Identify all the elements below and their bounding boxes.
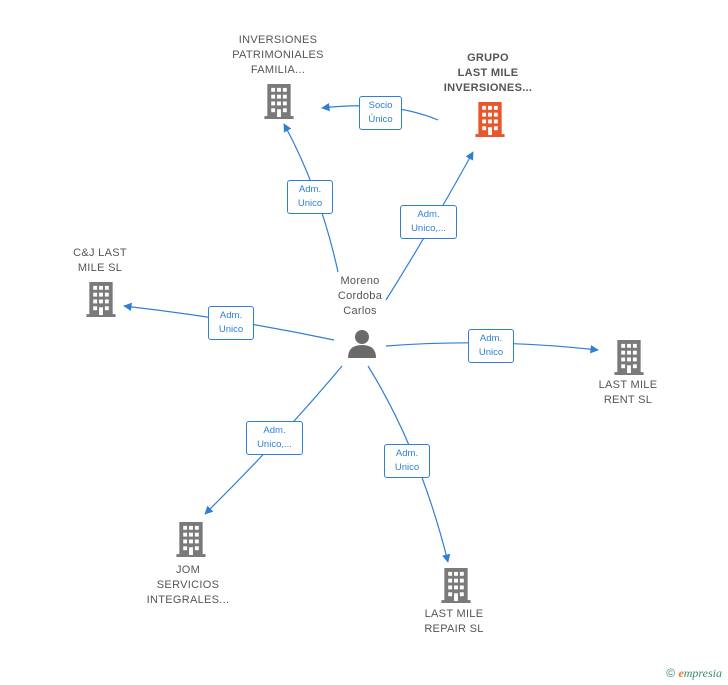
edge-role-detail: Único <box>368 114 393 125</box>
building-icon[interactable] <box>264 84 294 119</box>
person-icon[interactable] <box>348 330 376 358</box>
brand-name: mpresia <box>683 666 722 680</box>
building-icon[interactable] <box>475 102 505 137</box>
company-label-jom[interactable]: JOM SERVICIOS INTEGRALES... <box>146 564 230 606</box>
edge-role: Adm. <box>479 333 503 344</box>
edge-label-repair[interactable]: Adm. Unico <box>384 444 430 478</box>
brand-logo: empresia <box>678 666 722 680</box>
edge-role: Adm. <box>298 184 322 195</box>
edge-role-detail: Unico,... <box>411 223 446 234</box>
edge-role: Adm. <box>417 209 440 220</box>
edge-role-detail: Unico <box>218 324 244 335</box>
building-icon[interactable] <box>176 522 206 557</box>
edge-label-rent[interactable]: Adm. Unico <box>468 329 514 363</box>
building-icon[interactable] <box>614 340 644 375</box>
copyright-symbol: © <box>666 666 676 680</box>
edge-label-socio[interactable]: Socio Único <box>359 96 402 130</box>
edge-role-detail: Unico <box>394 462 420 473</box>
edge-role-detail: Unico <box>297 198 323 209</box>
edge-label-cj[interactable]: Adm. Unico <box>208 306 254 340</box>
edge-role-detail: Unico <box>478 347 504 358</box>
edge-label-inversiones[interactable]: Adm. Unico <box>287 180 333 214</box>
edge-role: Adm. <box>219 310 243 321</box>
edge-role: Adm. <box>395 448 419 459</box>
edge-role: Socio <box>368 100 393 111</box>
company-label-inversiones[interactable]: INVERSIONES PATRIMONIALES FAMILIA... <box>232 34 324 76</box>
edge-label-jom[interactable]: Adm. Unico,... <box>246 421 303 455</box>
edge-role: Adm. <box>263 425 286 436</box>
company-label-rent[interactable]: LAST MILE RENT SL <box>598 379 658 406</box>
copyright-notice: © empresia <box>666 666 722 681</box>
building-icon[interactable] <box>441 568 471 603</box>
building-icon[interactable] <box>86 282 116 317</box>
company-label-cj[interactable]: C&J LAST MILE SL <box>73 247 127 274</box>
edge-role-detail: Unico,... <box>257 439 292 450</box>
company-label-grupo[interactable]: GRUPO LAST MILE INVERSIONES... <box>443 52 533 94</box>
person-label[interactable]: Moreno Cordoba Carlos <box>337 275 383 317</box>
company-label-repair[interactable]: LAST MILE REPAIR SL <box>424 608 484 635</box>
edge-label-grupo[interactable]: Adm. Unico,... <box>400 205 457 239</box>
brand-initial: e <box>678 666 684 680</box>
